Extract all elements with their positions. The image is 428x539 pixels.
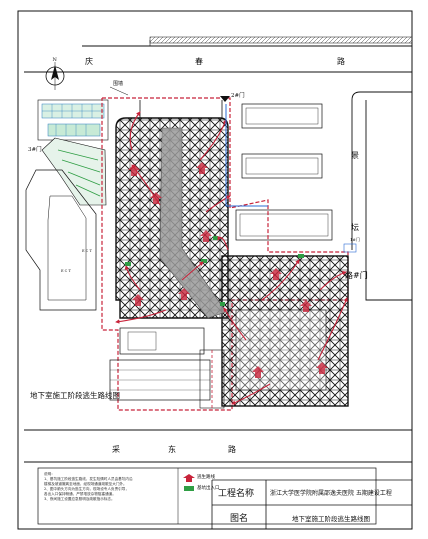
north-gate-label: 2#门 [231,91,245,99]
legend-escape-label: 逃生路线 [197,475,215,480]
south-road: 采 东 路 [24,429,412,463]
drawing-frame [17,10,413,530]
east-excavation-pit [221,255,349,407]
east-road-char-1: 景 [351,151,359,160]
project-name-value: 浙江大学医学院附属邵逸夫医院 五期建设工程 [270,490,392,497]
south-road-char-2: 东 [168,444,176,454]
northwest-facility-block: 围墙 [37,80,129,206]
east-gate-label: 路#门 [345,270,368,280]
section-title: 地下室施工阶段逃生路线图 [30,390,120,400]
drawing-name-label: 图名 [230,514,249,524]
north-arrow-icon: N [45,57,65,90]
legend-entrance-label: 基坑出入口 [197,486,220,491]
escape-routes [115,111,348,405]
fence-label: 围墙 [113,80,123,87]
escape-route-markers [128,162,328,378]
north-road-char-3: 路 [337,56,345,66]
northeast-buildings [235,103,333,241]
note-line-5: 各出入口保持畅通，严禁堆放杂物阻塞通道。 [44,492,116,496]
neighbor-buildings-west: E C T E C T [25,169,97,311]
legend-symbols [183,474,195,491]
north-road: 庆 春 路 [24,36,413,73]
site-pipeline [225,104,268,207]
project-name-label: 工程名称 [218,489,255,499]
north-road-char-2: 春 [195,56,203,66]
south-ancillary-buildings [109,327,225,409]
note-line-6: 3、夜间施工设置应急照明及疏散指示标志。 [44,497,115,501]
east-gate-short-label: 1#门 [350,236,360,242]
south-road-char-3: 路 [228,444,236,454]
east-road-char-2: 坛 [351,222,359,232]
note-line-2: 1、基坑施工阶段逃生路线，发生险情时人员由基坑内沿 [44,477,133,481]
note-line-1: 说明： [44,472,55,476]
pit-entrance-markers [125,236,304,306]
svg-text:N: N [53,57,58,63]
notes-block: 说明： 1、基坑施工阶段逃生路线，发生险情时人员由基坑内沿 楼梯及坡道撤离至地面… [40,472,174,522]
note-line-4: 2、图中箭头方向为逃生方向，现场设专人负责引导， [44,487,129,491]
east-road: 景 坛 路#门 [345,91,412,301]
svg-text:E C T: E C T [82,249,92,253]
drawing-name-value: 地下室施工阶段逃生路线图 [292,515,370,523]
south-road-char-1: 采 [112,444,120,454]
west-gate-label: 3#门 [28,145,42,153]
note-line-3: 楼梯及坡道撤离至地面，经现场通道疏散至大门外。 [44,482,127,486]
svg-text:E C T: E C T [61,269,71,273]
bottom-frames [37,467,412,529]
north-road-char-1: 庆 [85,56,93,66]
gate-markers: 2#门 3#门 1#门 [28,91,360,253]
